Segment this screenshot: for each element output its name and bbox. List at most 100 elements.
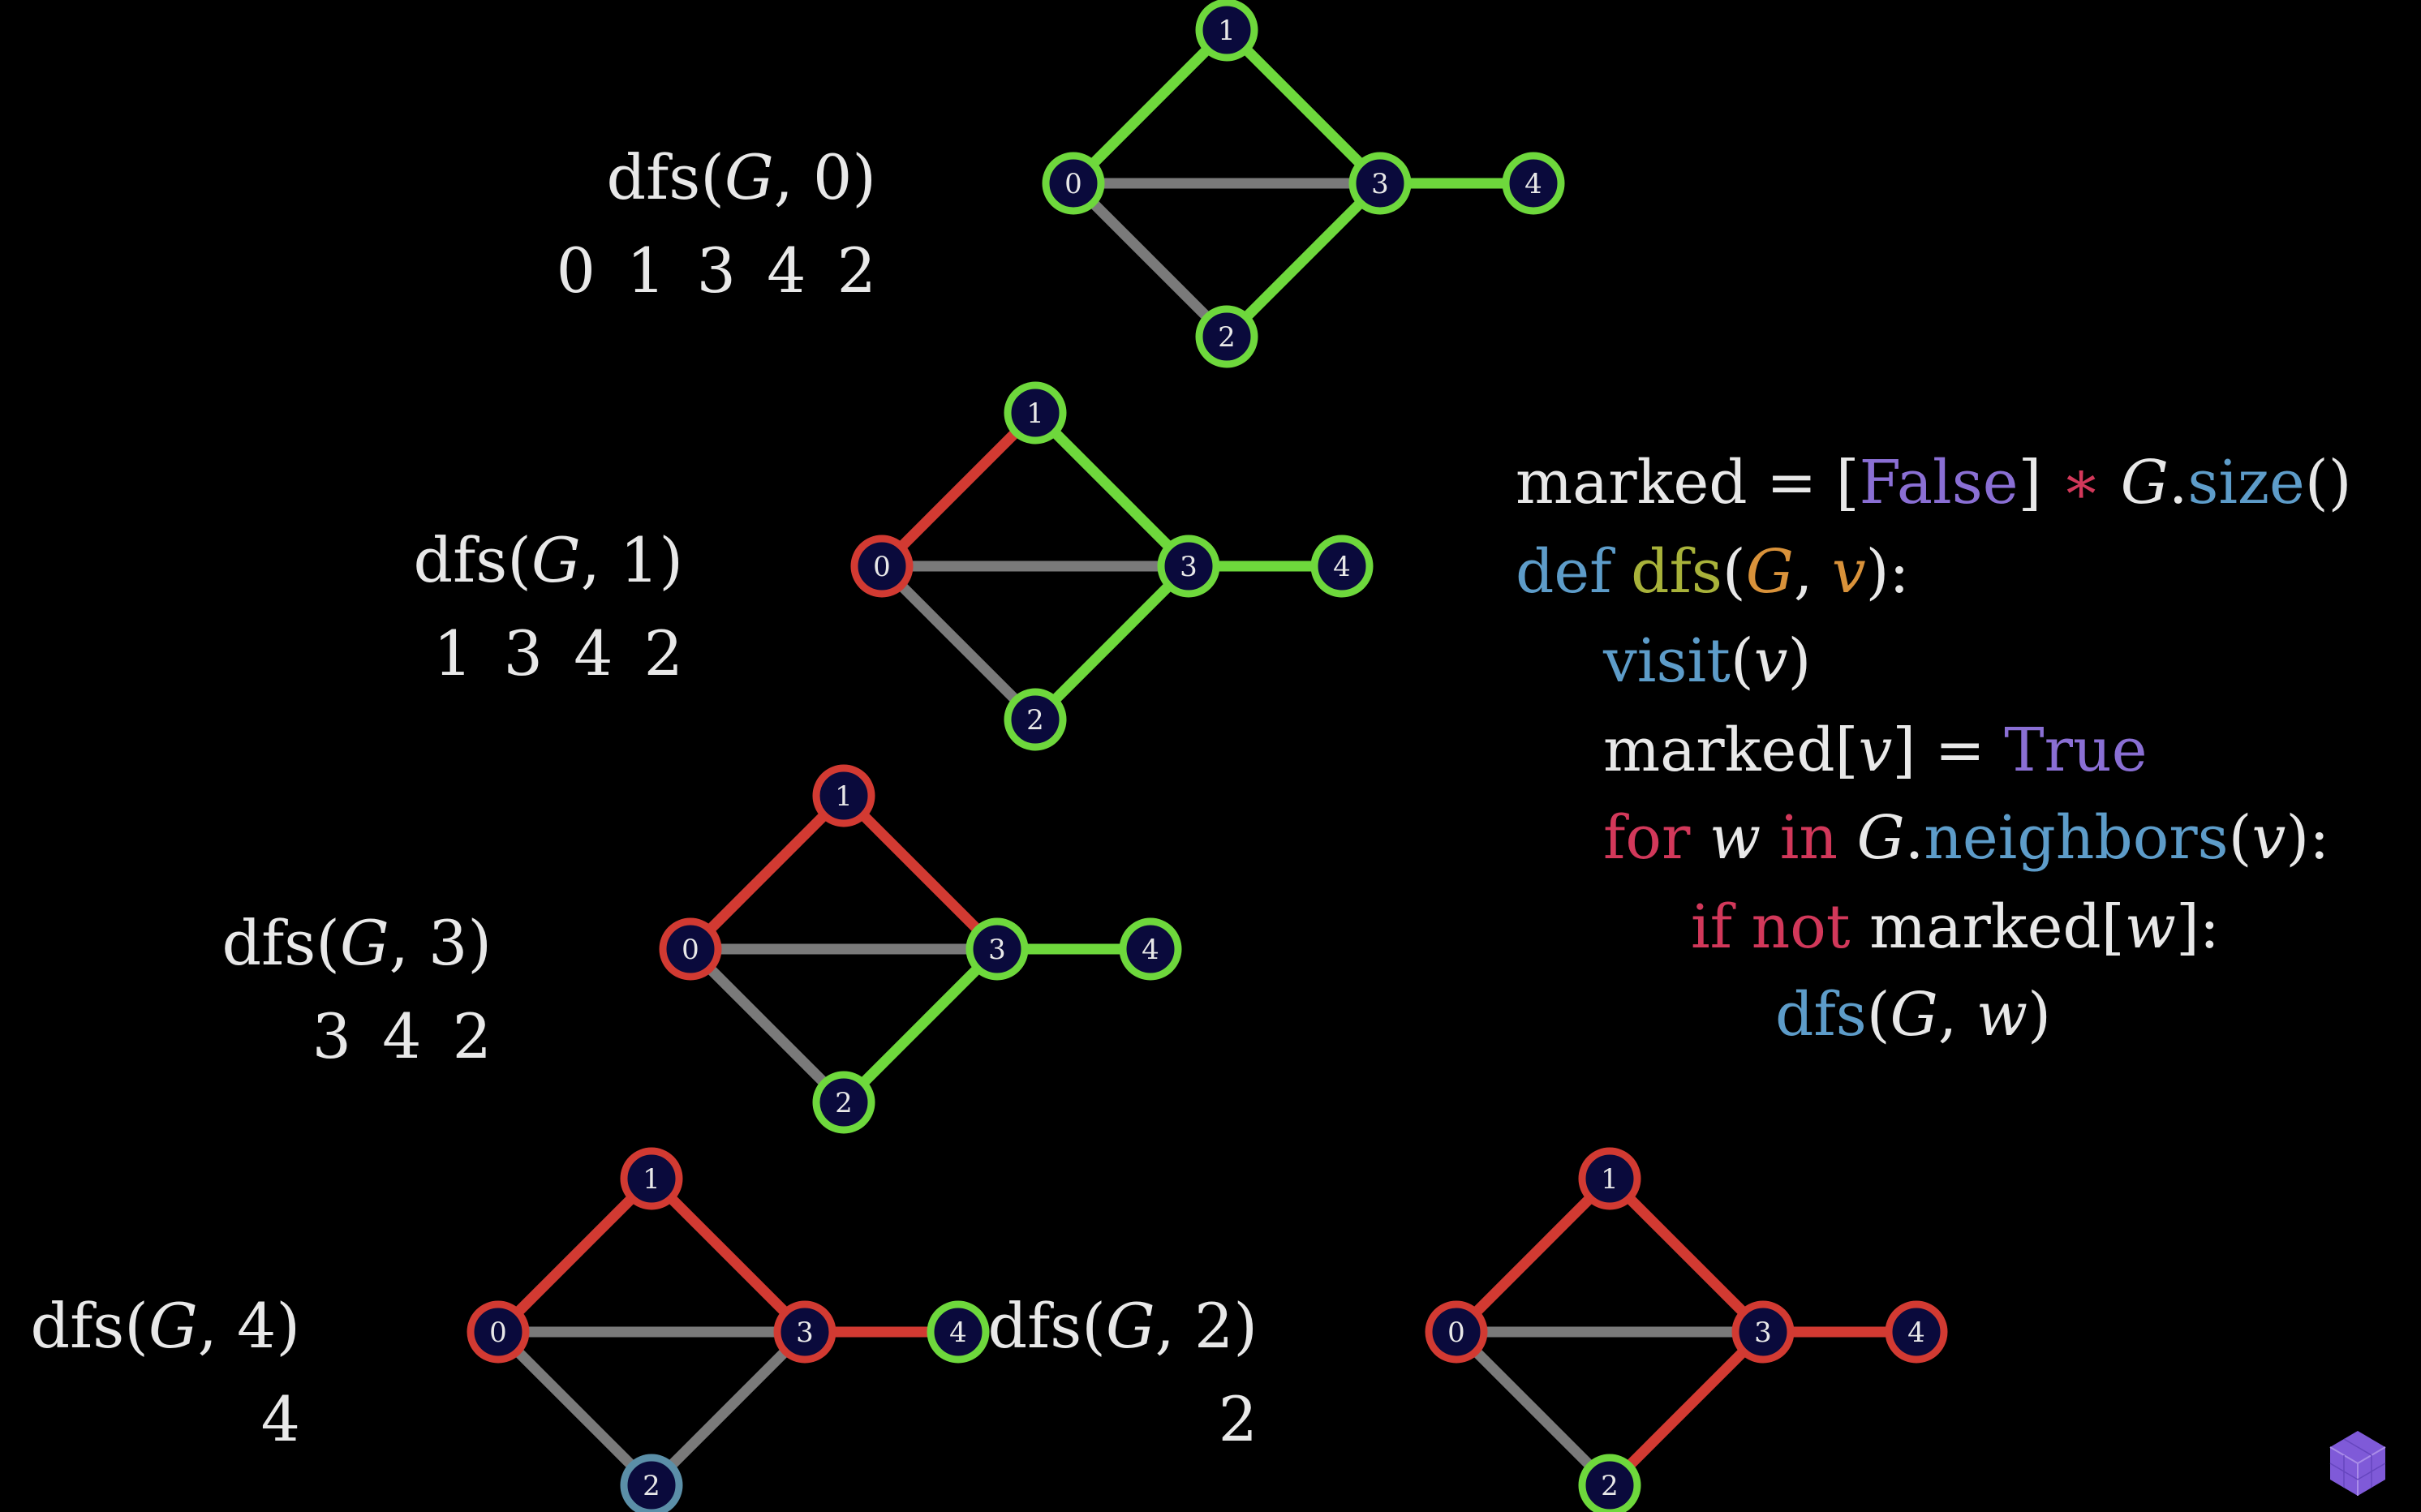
code-token: dfs bbox=[1775, 980, 1867, 1050]
code-token: G bbox=[2121, 448, 2169, 518]
code-token: , bbox=[1938, 980, 1976, 1050]
visit-order: 2 bbox=[1219, 1383, 1258, 1455]
graph-edge bbox=[1221, 178, 1386, 342]
code-line: dfs(G, w) bbox=[1775, 980, 2051, 1050]
code-token: G bbox=[1890, 980, 1938, 1050]
code-token: visit bbox=[1602, 626, 1731, 696]
code-token: for bbox=[1603, 803, 1709, 873]
graph-node-circle bbox=[1004, 381, 1067, 445]
call-label-prefix: dfs( bbox=[414, 524, 531, 596]
code-token: ∗ bbox=[2041, 448, 2120, 518]
graph-edge bbox=[838, 790, 1003, 955]
graph-edge bbox=[1221, 24, 1386, 189]
graph-node-label: 3 bbox=[988, 934, 1006, 966]
graph-node: 0 bbox=[1042, 152, 1105, 215]
code-token: [ bbox=[1836, 448, 1860, 518]
code-token: marked bbox=[1603, 715, 1835, 785]
code-token: [ bbox=[2101, 892, 2125, 962]
call-label-graph: G bbox=[148, 1290, 198, 1362]
graph-node: 1 bbox=[1195, 0, 1258, 62]
code-token: False bbox=[1860, 448, 2019, 518]
graph-edge bbox=[492, 1326, 657, 1491]
code-token: , bbox=[1794, 537, 1832, 607]
code-token: ) bbox=[2028, 980, 2051, 1050]
graph-node-label: 2 bbox=[1601, 1470, 1619, 1502]
code-token: . bbox=[1905, 803, 1924, 873]
code-token: dfs bbox=[1631, 537, 1722, 607]
graph-node-label: 4 bbox=[1907, 1317, 1925, 1349]
call-label-graph: G bbox=[340, 907, 389, 979]
graph-node-label: 0 bbox=[1447, 1317, 1465, 1349]
code-token: ): bbox=[2286, 803, 2329, 873]
graph-edge bbox=[876, 407, 1041, 572]
graph-node-circle bbox=[1578, 1147, 1641, 1210]
call-label-graph: G bbox=[725, 141, 774, 213]
code-token: ): bbox=[1866, 537, 1910, 607]
call-label: dfs(G, 3) bbox=[222, 907, 492, 979]
graph-node-circle bbox=[812, 1071, 875, 1134]
graph-node: 2 bbox=[812, 1071, 875, 1134]
code-token: ( bbox=[2229, 803, 2252, 873]
graph-node: 2 bbox=[620, 1454, 683, 1512]
graph-node-circle bbox=[1731, 1300, 1795, 1364]
graph-node: 2 bbox=[1195, 305, 1258, 368]
code-token: v bbox=[1832, 537, 1866, 607]
graph-edge bbox=[685, 943, 849, 1108]
call-label-suffix: ) bbox=[659, 524, 683, 596]
graph-node-label: 2 bbox=[1026, 704, 1044, 737]
graph-node-label: 0 bbox=[873, 551, 891, 583]
code-line: visit(v) bbox=[1602, 626, 1811, 696]
graph-node: 3 bbox=[1348, 152, 1412, 215]
code-token: ]: bbox=[2176, 892, 2220, 962]
graph-node-circle bbox=[1425, 1300, 1488, 1364]
graph-node-label: 2 bbox=[643, 1470, 660, 1502]
call-label-sep: , bbox=[581, 524, 620, 596]
call-label-graph: G bbox=[531, 524, 581, 596]
graph-edge bbox=[492, 1173, 657, 1338]
graph-node-circle bbox=[1157, 535, 1220, 598]
code-token: G bbox=[1857, 803, 1905, 873]
graph-edge bbox=[838, 943, 1003, 1108]
call-label-prefix: dfs( bbox=[607, 141, 725, 213]
call-label-prefix: dfs( bbox=[988, 1290, 1106, 1362]
graph-node-label: 0 bbox=[682, 934, 699, 966]
visit-order: 3 4 2 bbox=[312, 1000, 492, 1072]
graph-node-label: 4 bbox=[1333, 551, 1351, 583]
code-line: if not marked[w]: bbox=[1691, 892, 2220, 962]
code-token: v bbox=[2252, 803, 2286, 873]
graph-node-label: 4 bbox=[949, 1317, 967, 1349]
call-label: dfs(G, 0) bbox=[607, 141, 877, 213]
graph-node-circle bbox=[965, 917, 1029, 981]
graph-node: 4 bbox=[1310, 535, 1374, 598]
code-token: . bbox=[2169, 448, 2188, 518]
code-token: () bbox=[2305, 448, 2352, 518]
graph-node-label: 4 bbox=[1142, 934, 1159, 966]
graph-node: 1 bbox=[1578, 1147, 1641, 1210]
graph-node-label: 1 bbox=[835, 780, 853, 813]
graph-node-circle bbox=[620, 1454, 683, 1512]
graph-node-label: 3 bbox=[796, 1317, 814, 1349]
code-token: marked bbox=[1869, 892, 2101, 962]
graph-node: 3 bbox=[965, 917, 1029, 981]
graph-edge bbox=[646, 1326, 811, 1491]
graph-edge bbox=[876, 561, 1041, 725]
call-group: dfs(G, 3) 3 4 2 0 1 2 3 4 bbox=[222, 764, 1182, 1134]
call-label-suffix: ) bbox=[852, 141, 876, 213]
graph-node: 0 bbox=[659, 917, 722, 981]
graph-node-circle bbox=[620, 1147, 683, 1210]
graph-node-circle bbox=[467, 1300, 530, 1364]
graph-node-circle bbox=[773, 1300, 836, 1364]
graph-edge bbox=[1604, 1326, 1769, 1491]
graph-node-label: 4 bbox=[1524, 168, 1542, 200]
call-label-suffix: ) bbox=[276, 1290, 300, 1362]
visit-order: 0 1 3 4 2 bbox=[557, 234, 876, 307]
graph-node: 2 bbox=[1004, 688, 1067, 751]
code-token: = bbox=[1916, 715, 2004, 785]
graph-node: 4 bbox=[1885, 1300, 1948, 1364]
graph-node-label: 2 bbox=[1218, 321, 1236, 354]
code-token: neighbors bbox=[1924, 803, 2228, 873]
